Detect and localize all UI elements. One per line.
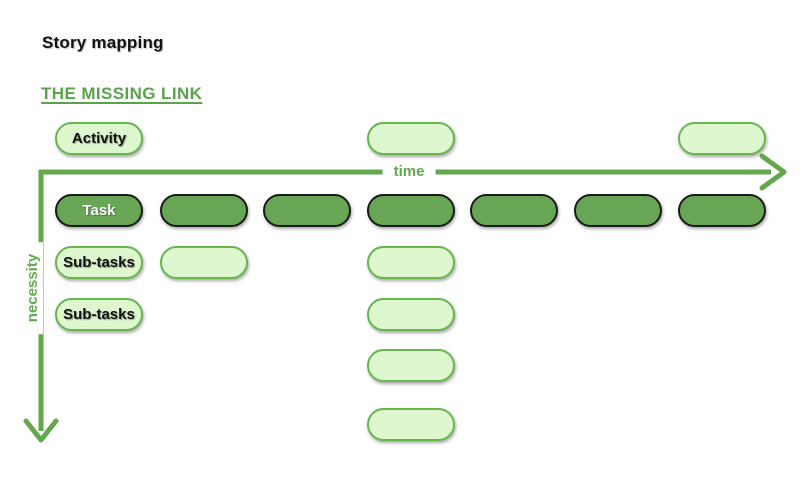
task-card-pill [367, 194, 455, 227]
subtask-pill: Sub-tasks [55, 298, 143, 331]
task-card-pill [678, 194, 766, 227]
axis-lines [38, 169, 771, 431]
activity-card-pill [367, 122, 455, 155]
activity-pill: Activity [55, 122, 143, 155]
subtask-card-pill [367, 349, 455, 382]
pill-label: Sub-tasks [63, 306, 135, 323]
pill-label: Task [82, 202, 116, 219]
subtitle-heading: THE MISSING LINK [41, 84, 202, 104]
subtask-card-pill [367, 298, 455, 331]
subtask-card-pill [160, 246, 248, 279]
time-arrowhead-icon [759, 153, 787, 191]
page-title: Story mapping [42, 33, 164, 52]
subtask-card-pill [367, 246, 455, 279]
subtask-card-pill [367, 408, 455, 441]
pill-label: Sub-tasks [63, 254, 135, 271]
time-axis-label: time [382, 162, 436, 182]
task-card-pill [574, 194, 662, 227]
activity-card-pill [678, 122, 766, 155]
missing-link[interactable]: THE MISSING LINK [41, 84, 203, 103]
task-card-pill [263, 194, 351, 227]
task-card-pill [470, 194, 558, 227]
pill-label: Activity [71, 130, 127, 147]
task-pill: Task [55, 194, 143, 227]
subtask-pill: Sub-tasks [55, 246, 143, 279]
necessity-arrowhead-icon [23, 418, 59, 443]
necessity-axis-label: necessity [23, 241, 43, 335]
task-card-pill [160, 194, 248, 227]
